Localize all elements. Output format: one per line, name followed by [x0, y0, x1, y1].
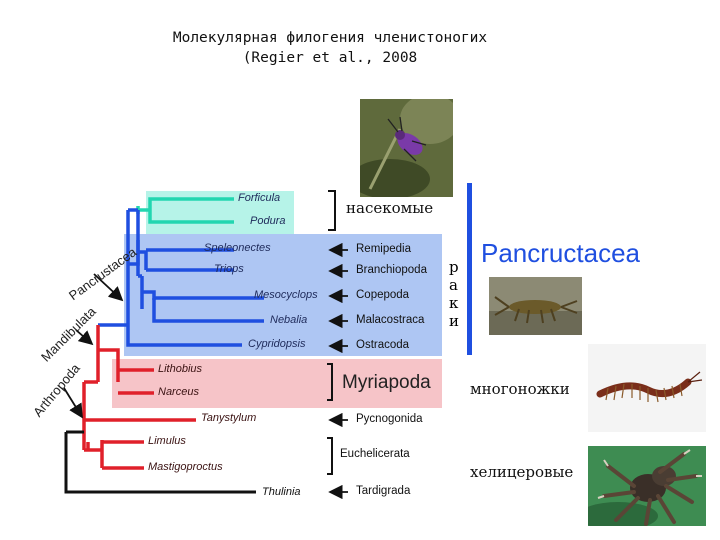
group-euchelicerata: Euchelicerata	[340, 448, 410, 460]
taxon-speleonectes: Speleonectes	[204, 242, 271, 254]
taxon-forficula: Forficula	[238, 192, 280, 204]
taxon-mastigoproctus: Mastigoproctus	[148, 461, 223, 473]
group-remipedia: Remipedia	[356, 243, 411, 255]
group-pycnogonida: Pycnogonida	[356, 413, 423, 425]
taxon-nebalia: Nebalia	[270, 314, 307, 326]
taxon-narceus: Narceus	[158, 386, 199, 398]
group-ostracoda: Ostracoda	[356, 339, 409, 351]
insect-bracket	[328, 191, 335, 230]
taxon-lithobius: Lithobius	[158, 363, 202, 375]
myriapods-label: многоножки	[470, 380, 570, 398]
insects-label: насекомые	[346, 199, 433, 217]
group-tardigrada: Tardigrada	[356, 485, 410, 497]
taxon-cypridopsis: Cypridopsis	[248, 338, 305, 350]
pancrustacea-label: Pancructacea	[481, 238, 640, 269]
group-branchiopoda: Branchiopoda	[356, 264, 427, 276]
group-copepoda: Copepoda	[356, 289, 409, 301]
taxon-triops: Triops	[214, 263, 244, 275]
taxon-podura: Podura	[250, 215, 285, 227]
chelicerate-bracket	[327, 438, 332, 474]
taxon-thulinia: Thulinia	[262, 486, 301, 498]
taxon-limulus: Limulus	[148, 435, 186, 447]
crustaceans-vertical-label: р а к и	[449, 258, 461, 330]
chelicerates-label: хелицеровые	[470, 463, 573, 481]
taxon-mesocyclops: Mesocyclops	[254, 289, 318, 301]
group-malacostraca: Malacostraca	[356, 314, 424, 326]
taxon-tanystylum: Tanystylum	[201, 412, 256, 424]
myriapoda-label: Myriapoda	[342, 372, 431, 394]
pancrustacea-bar	[467, 183, 472, 355]
